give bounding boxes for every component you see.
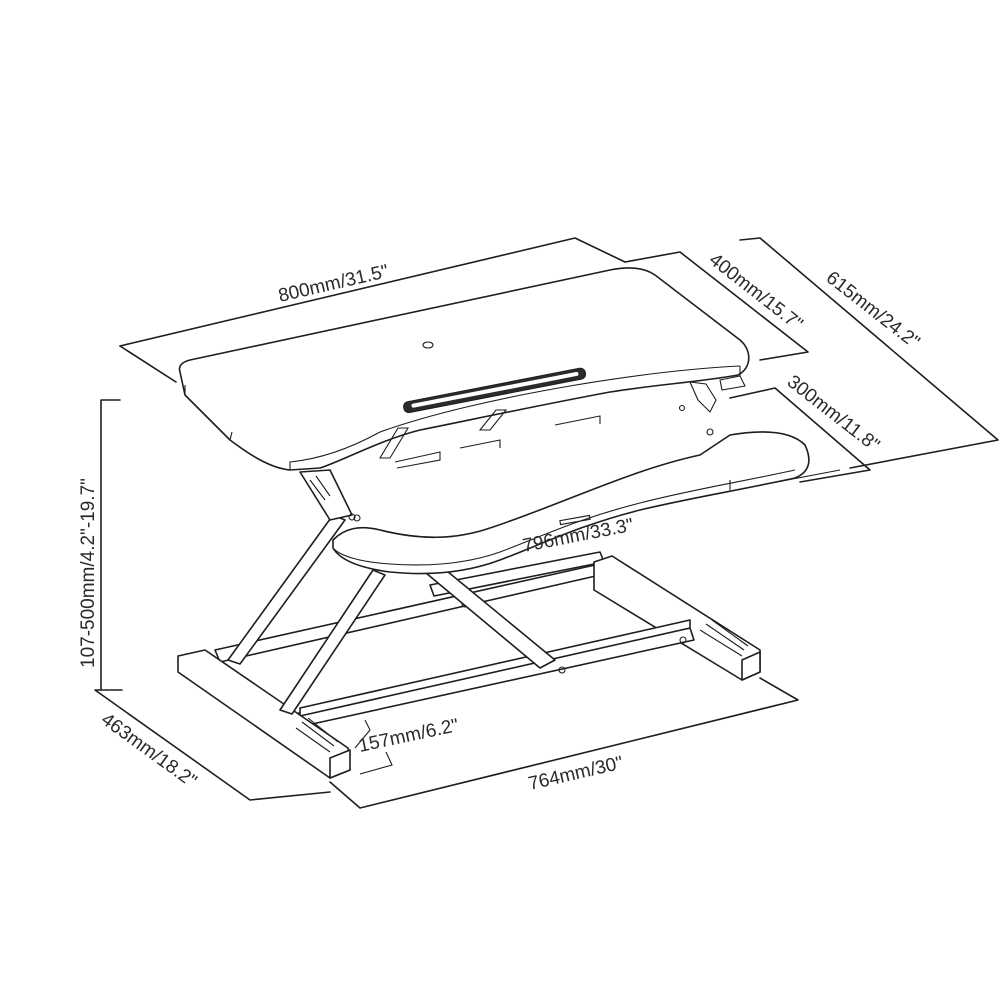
label-base-width: 764mm/30" <box>526 753 625 795</box>
label-top-depth: 400mm/15.7" <box>705 249 806 335</box>
scissor-arms <box>227 469 556 715</box>
label-base-depth: 463mm/18.2" <box>97 709 200 792</box>
desktop-surface <box>178 267 750 471</box>
keyboard-tray <box>332 428 810 575</box>
base-frame <box>177 551 761 779</box>
label-total-depth: 615mm/24.2" <box>822 267 923 353</box>
label-base-clearance: 157mm/6.2" <box>357 715 461 757</box>
label-height-range: 107-500mm/4.2"-19.7" <box>78 478 99 668</box>
label-top-width: 800mm/31.5" <box>276 261 390 307</box>
